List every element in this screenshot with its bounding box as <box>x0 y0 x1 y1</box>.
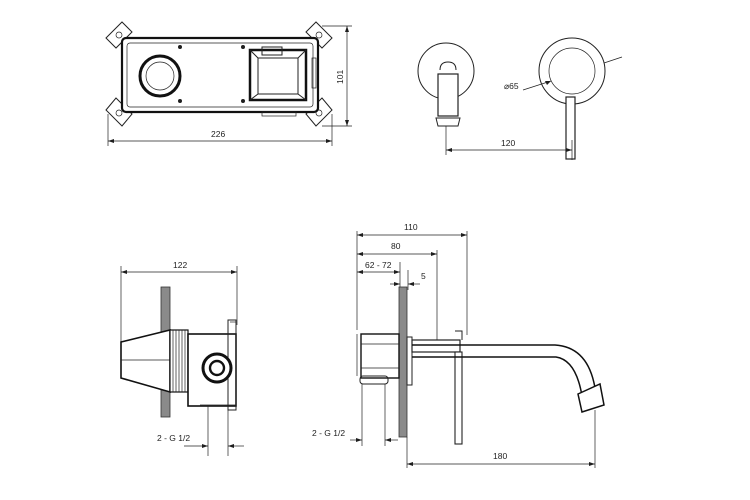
side-lever-handle <box>454 351 463 445</box>
spout-label: 180 <box>493 451 507 461</box>
dim-height: 101 <box>322 25 352 127</box>
front-view: ⌀65 120 <box>417 37 623 160</box>
dim-80: 80 <box>357 241 438 340</box>
spout-bottom <box>412 356 583 397</box>
side-view-spout: 110 80 62 - 72 5 <box>312 222 605 468</box>
plate-label: 5 <box>421 271 426 281</box>
square-outlet <box>248 46 308 102</box>
side-view-box: 122 2 - G 1/2 <box>120 260 244 456</box>
dim-62-72: 62 - 72 <box>357 260 401 290</box>
offset-label: 120 <box>501 138 515 148</box>
dim-depth: 122 <box>120 260 238 345</box>
dim-110: 110 <box>356 222 468 335</box>
dim-180: 180 <box>406 410 596 468</box>
wall-section-right <box>398 286 408 438</box>
thread-label-left: 2 - G 1/2 <box>157 433 190 443</box>
thread-label-right: 2 - G 1/2 <box>312 428 345 438</box>
dim-offset: 120 <box>446 138 573 160</box>
spout-top <box>412 344 596 389</box>
width-label: 226 <box>211 129 225 139</box>
range-label: 62 - 72 <box>365 260 392 270</box>
mid-label: 80 <box>391 241 401 251</box>
dim-5: 5 <box>390 270 426 290</box>
lever-handle <box>565 96 576 160</box>
spout-aerator <box>577 382 605 413</box>
total-label: 110 <box>404 222 418 232</box>
box-inner <box>126 42 314 108</box>
height-label: 101 <box>335 70 345 84</box>
dim-width: 226 <box>107 114 333 146</box>
diameter-label: ⌀65 <box>504 81 519 91</box>
thread <box>169 329 189 393</box>
depth-label: 122 <box>173 260 187 270</box>
top-view-box: 226 101 <box>105 21 352 146</box>
